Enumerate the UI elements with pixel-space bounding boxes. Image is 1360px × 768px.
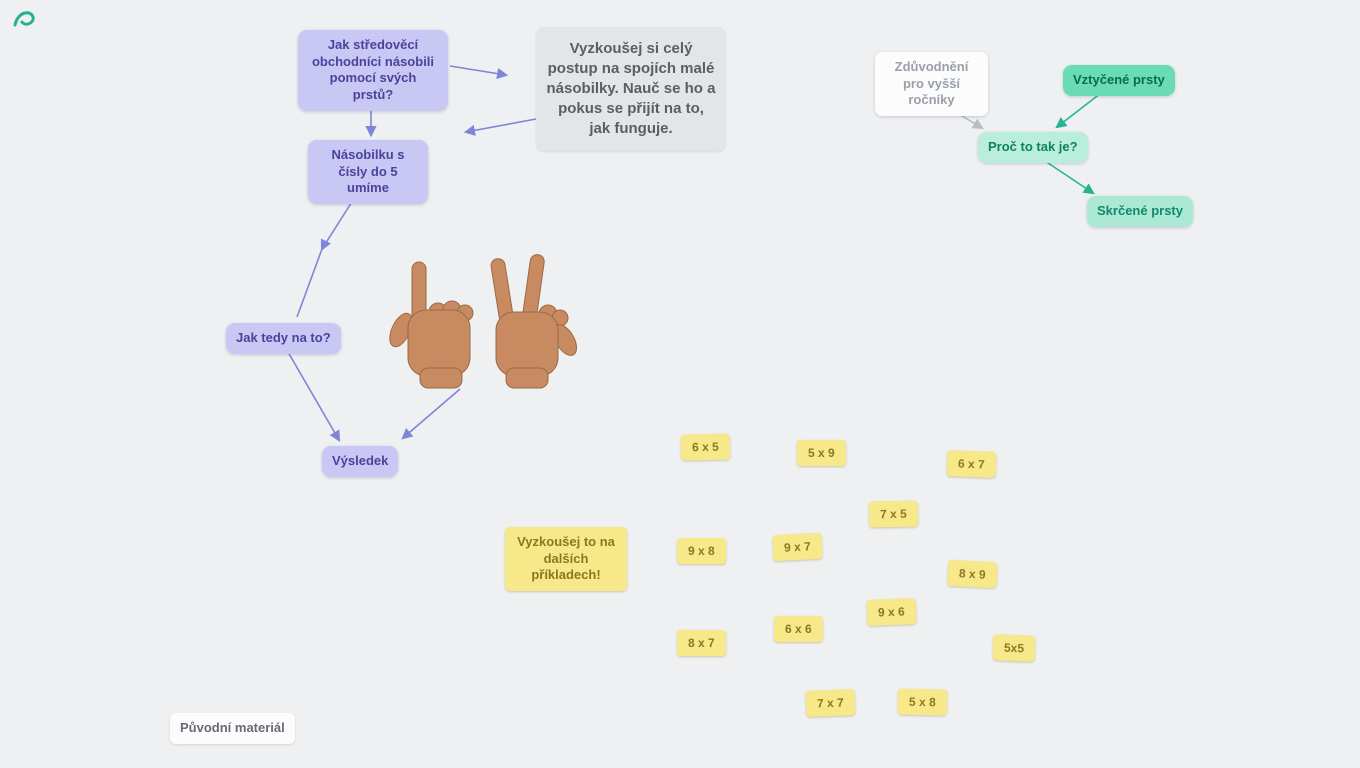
node-instruction[interactable]: Vyzkoušej si celý postup na spojích malé…: [536, 27, 726, 152]
node-main-question[interactable]: Jak středověcí obchodníci násobili pomoc…: [298, 30, 448, 111]
edge-how-to-result: [287, 351, 341, 442]
sticky-note[interactable]: 7 x 7: [805, 689, 856, 717]
sticky-note[interactable]: 5x5: [992, 634, 1036, 662]
sticky-note[interactable]: 5 x 9: [797, 440, 846, 466]
sticky-note[interactable]: 7 x 5: [868, 500, 918, 528]
edge-question-to-instruction: [449, 65, 509, 80]
sticky-note[interactable]: 9 x 6: [866, 598, 917, 626]
node-raised-fingers[interactable]: Vztyčené prsty: [1063, 65, 1175, 96]
sticky-note[interactable]: 6 x 6: [774, 616, 823, 642]
node-why-is-it-so[interactable]: Proč to tak je?: [978, 132, 1088, 163]
edge-hands-to-result: [401, 388, 461, 440]
two-hands-finger-counting-illustration: [389, 254, 578, 389]
edge-raised-to-why: [1055, 92, 1102, 129]
edge-known-to-how: [296, 185, 363, 318]
edge-why-to-bent: [1044, 160, 1095, 195]
node-known-multiplication[interactable]: Násobilku s čísly do 5 umíme: [308, 140, 428, 204]
edge-instruction-to-known: [463, 118, 537, 136]
node-bent-fingers[interactable]: Skrčené prsty: [1087, 196, 1193, 227]
app-logo-icon[interactable]: [10, 4, 38, 32]
sticky-note[interactable]: 6 x 7: [946, 450, 997, 478]
sticky-note[interactable]: 5 x 8: [897, 688, 947, 716]
node-result[interactable]: Výsledek: [322, 446, 399, 477]
hands-image[interactable]: [388, 250, 578, 395]
node-how-to[interactable]: Jak tedy na to?: [226, 323, 341, 354]
sticky-note[interactable]: 8 x 9: [947, 559, 998, 589]
source-material-button[interactable]: Původní materiál: [170, 713, 295, 744]
sticky-note[interactable]: 8 x 7: [677, 630, 726, 656]
note-try-more-examples[interactable]: Vyzkoušej to na dalších příkladech!: [505, 527, 627, 591]
sticky-note[interactable]: 9 x 8: [677, 538, 726, 564]
node-justification[interactable]: Zdůvodnění pro vyšší ročníky: [875, 52, 988, 116]
sticky-note[interactable]: 9 x 7: [772, 532, 823, 562]
sprout-logo-glyph: [13, 11, 35, 27]
sticky-note[interactable]: 6 x 5: [680, 433, 730, 461]
